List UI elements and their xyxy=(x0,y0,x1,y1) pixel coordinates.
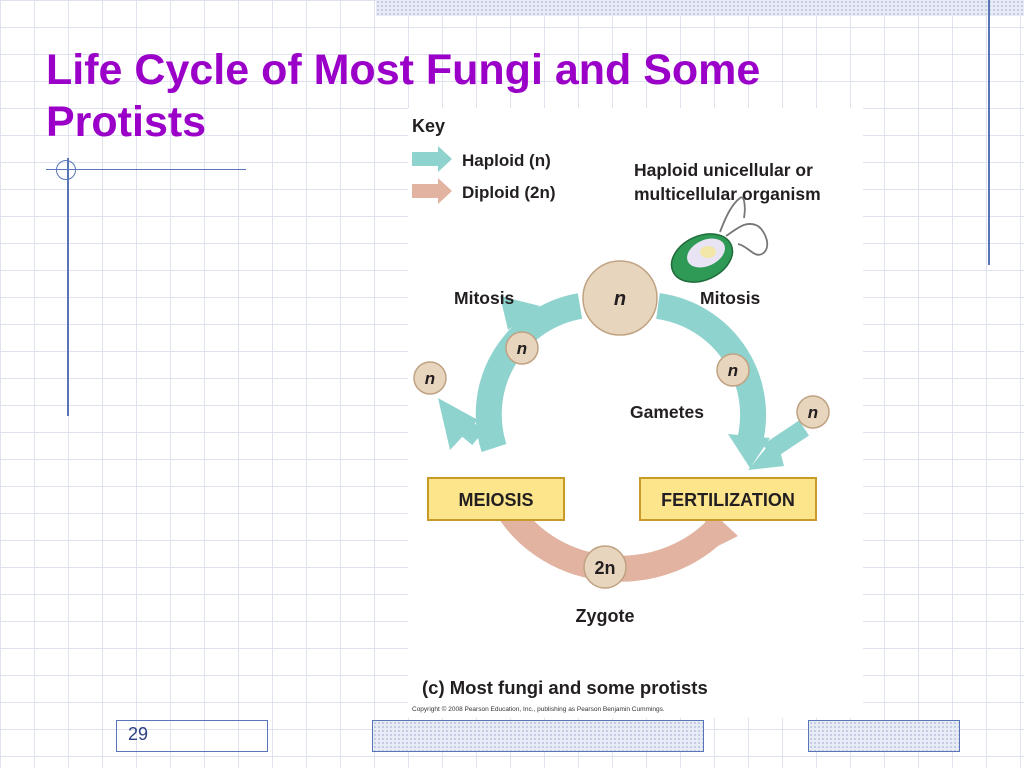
svg-text:n: n xyxy=(517,339,527,358)
title-line-1: Life Cycle of Most Fungi and Some xyxy=(46,46,761,94)
life-cycle-figure: Key Haploid (n) Diploid (2n) Haploid uni… xyxy=(408,108,863,718)
figure-caption: (c) Most fungi and some protists xyxy=(422,677,708,698)
mitosis-right-label: Mitosis xyxy=(700,288,761,308)
organism-label-line-1: Haploid unicellular or xyxy=(634,160,813,180)
right-accent-line xyxy=(988,0,990,265)
slide-title: Life Cycle of Most Fungi and Some Protis… xyxy=(46,44,926,148)
copyright-note: Copyright © 2008 Pearson Education, Inc.… xyxy=(412,705,665,713)
gametes-label: Gametes xyxy=(630,402,704,422)
zygote-cell: 2n xyxy=(583,545,627,589)
haploid-cell-large: n xyxy=(582,260,658,336)
organism-label-line-2: multicellular organism xyxy=(634,184,821,204)
haploid-cell-left-small: n xyxy=(505,331,539,365)
gamete-cell-2: n xyxy=(796,395,830,429)
title-line-2: Protists xyxy=(46,98,207,146)
mitosis-left-label: Mitosis xyxy=(454,288,515,308)
svg-text:2n: 2n xyxy=(594,558,615,578)
gamete-merge-arrow xyxy=(748,420,809,470)
top-decor-band xyxy=(376,0,1024,16)
title-ring xyxy=(56,160,76,180)
footer-middle-band xyxy=(372,720,704,752)
svg-text:n: n xyxy=(728,361,738,380)
svg-text:FERTILIZATION: FERTILIZATION xyxy=(661,490,795,510)
key-diploid-label: Diploid (2n) xyxy=(462,183,555,202)
footer-right-band xyxy=(808,720,960,752)
page-number: 29 xyxy=(128,724,149,744)
svg-text:n: n xyxy=(614,288,626,310)
svg-text:n: n xyxy=(425,369,435,388)
key-haploid-arrow xyxy=(412,146,452,172)
svg-text:n: n xyxy=(808,403,818,422)
svg-text:MEIOSIS: MEIOSIS xyxy=(458,490,533,510)
haploid-arc-right xyxy=(655,293,770,468)
organism-cell-icon xyxy=(670,196,769,283)
life-cycle-diagram: Key Haploid (n) Diploid (2n) Haploid uni… xyxy=(412,116,830,713)
key-haploid-label: Haploid (n) xyxy=(462,151,551,170)
meiosis-branch-arrow xyxy=(438,398,484,450)
left-accent-line xyxy=(67,158,69,416)
meiosis-box: MEIOSIS xyxy=(427,477,565,521)
haploid-arc-left xyxy=(475,293,583,452)
fertilization-box: FERTILIZATION xyxy=(639,477,817,521)
footer-page-box xyxy=(116,720,268,752)
title-underline xyxy=(46,169,246,170)
haploid-spore-cell: n xyxy=(413,361,447,395)
key-title: Key xyxy=(412,116,445,136)
zygote-label: Zygote xyxy=(575,606,634,626)
gamete-cell-1: n xyxy=(716,353,750,387)
key-diploid-arrow xyxy=(412,178,452,204)
